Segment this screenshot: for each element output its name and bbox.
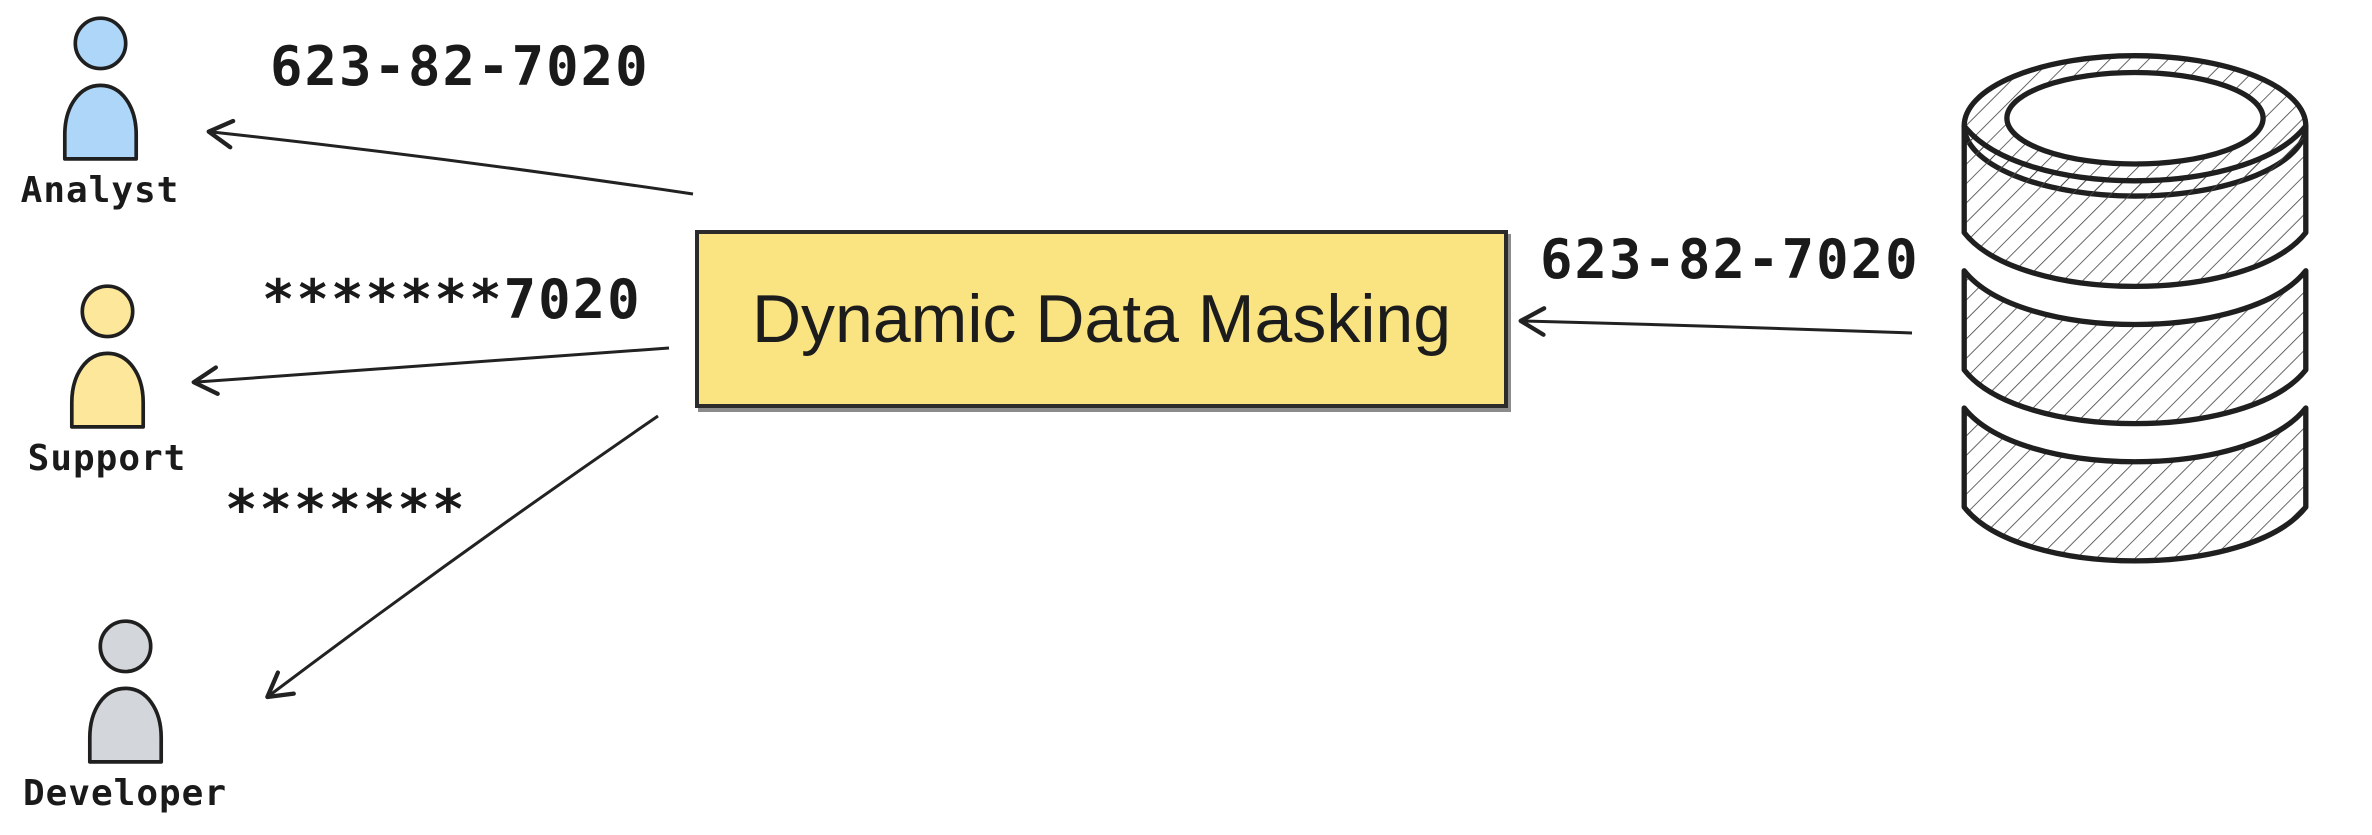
developer-value-label: ******* xyxy=(225,478,467,541)
developer-label: Developer xyxy=(22,773,228,814)
support-value-label: *******7020 xyxy=(262,268,642,331)
arrow-box-to-support xyxy=(191,346,670,396)
user-analyst: Analyst xyxy=(15,15,185,211)
database-value-label: 623-82-7020 xyxy=(1540,228,1920,291)
support-label: Support xyxy=(27,438,187,479)
arrow-database-to-box xyxy=(1518,306,1913,337)
masking-box-title: Dynamic Data Masking xyxy=(751,281,1452,357)
arrow-box-to-analyst xyxy=(206,118,694,196)
analyst-person-icon xyxy=(62,16,138,161)
masking-box: Dynamic Data Masking xyxy=(695,230,1508,408)
developer-person-icon xyxy=(87,619,163,764)
analyst-label: Analyst xyxy=(20,170,180,211)
user-developer: Developer xyxy=(23,618,226,814)
database-icon xyxy=(1961,53,2309,564)
arrow-box-to-developer xyxy=(265,414,659,700)
support-person-icon xyxy=(69,284,145,429)
analyst-value-label: 623-82-7020 xyxy=(270,35,650,98)
user-support: Support xyxy=(22,283,192,479)
